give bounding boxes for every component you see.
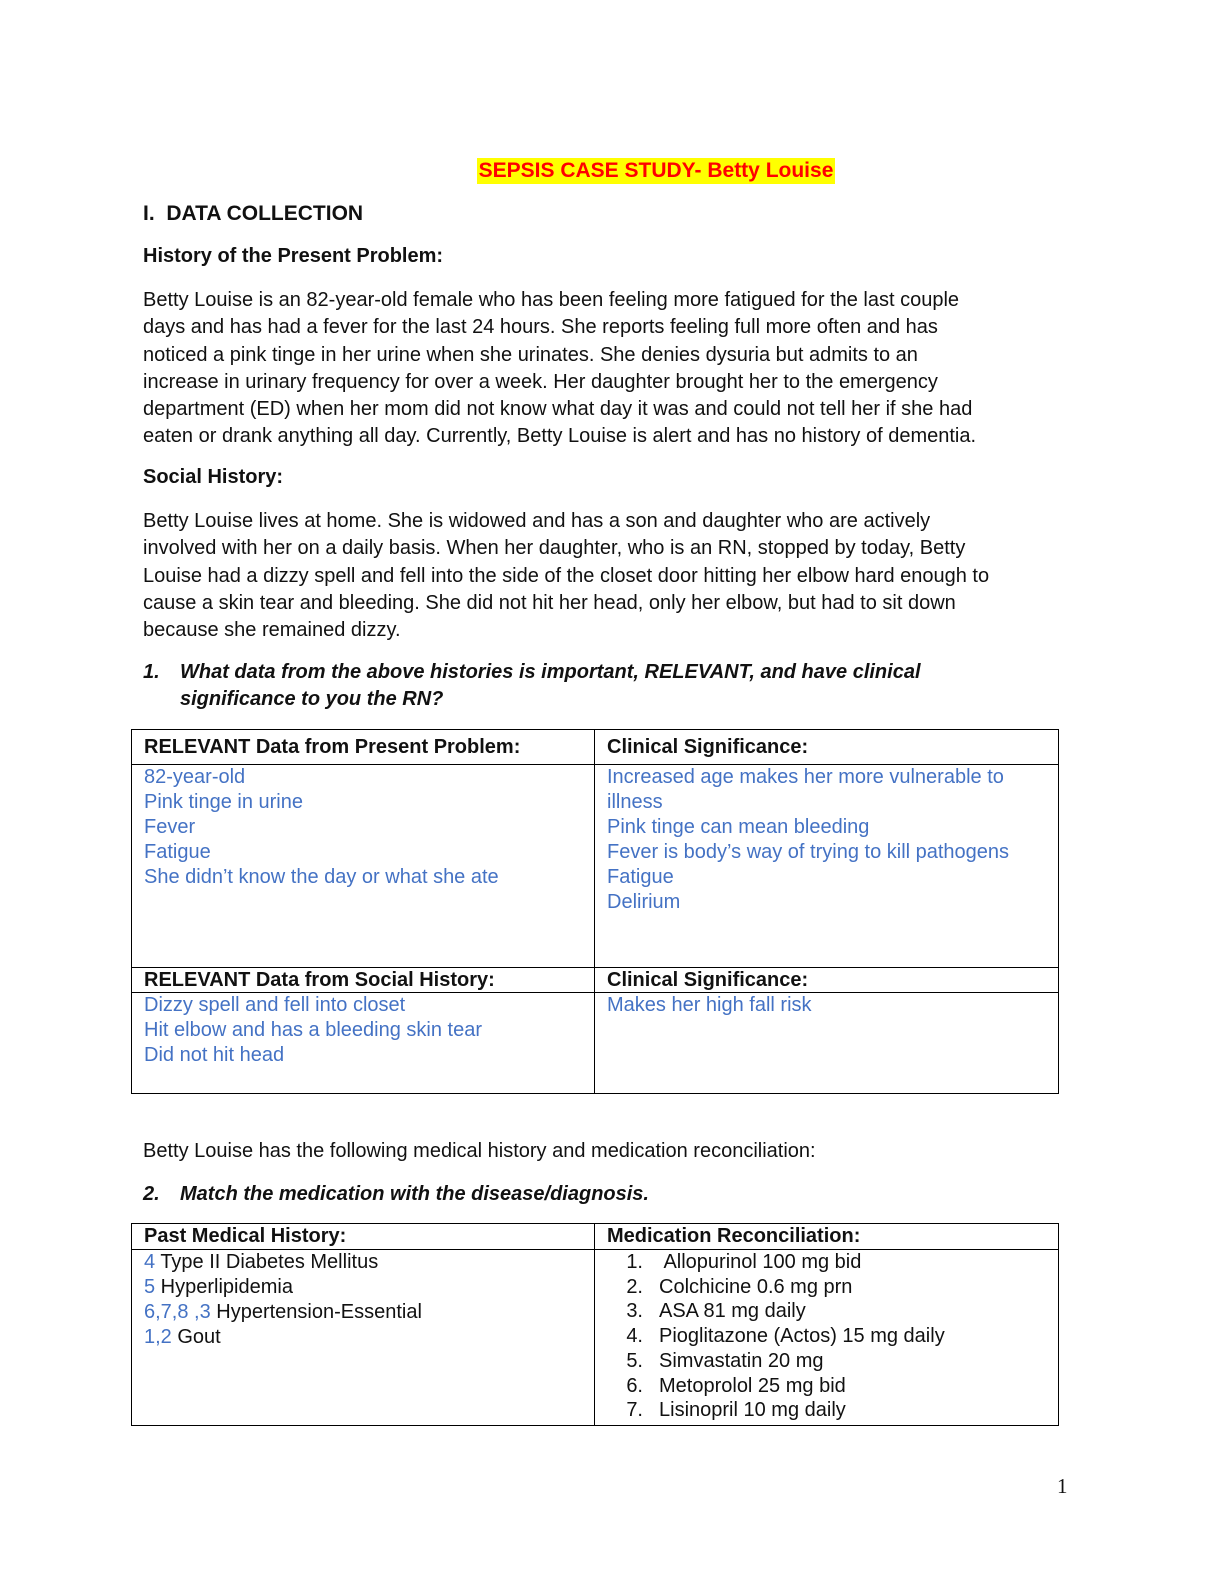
relevant-data-table: RELEVANT Data from Present Problem: Clin… bbox=[131, 729, 1059, 1094]
history-paragraph: Betty Louise is an 82-year-old female wh… bbox=[143, 287, 1083, 451]
answer-text: 1,2 bbox=[144, 1326, 172, 1348]
med-text: Pioglitazone (Actos) 15 mg daily bbox=[659, 1325, 945, 1348]
section-heading: I. DATA COLLECTION bbox=[143, 202, 364, 225]
med-list: 1. Allopurinol 100 mg bid 2. Colchicine 0… bbox=[607, 1250, 1046, 1423]
page-number: 1 bbox=[1057, 1474, 1068, 1498]
social-heading: Social History: bbox=[143, 466, 284, 488]
question-text: Match the medication with the disease/di… bbox=[180, 1183, 649, 1205]
diagnosis-text: Gout bbox=[171, 1326, 221, 1348]
med-item: 7. Lisinopril 10 mg daily bbox=[607, 1398, 1046, 1423]
pmh-header: Past Medical History: bbox=[131, 1223, 595, 1250]
social-line: cause a skin tear and bleeding. She did … bbox=[143, 591, 956, 614]
clinical-significance-header: Clinical Significance: bbox=[594, 729, 1059, 765]
med-item: 2. Colchicine 0.6 mg prn bbox=[607, 1275, 1046, 1300]
answer-text: 5 bbox=[144, 1276, 156, 1298]
title-wrap: SEPSIS CASE STUDY- Betty Louise bbox=[0, 158, 1224, 184]
social-line: Louise had a dizzy spell and fell into t… bbox=[143, 564, 990, 587]
med-text: Allopurinol 100 mg bid bbox=[659, 1251, 862, 1273]
social-history-header: RELEVANT Data from Social History: bbox=[131, 967, 595, 993]
history-line: eaten or drank anything all day. Current… bbox=[143, 425, 977, 448]
diagnosis-text: Type II Diabetes Mellitus bbox=[155, 1251, 379, 1273]
med-text: Lisinopril 10 mg daily bbox=[659, 1399, 846, 1422]
med-number: 1. bbox=[626, 1251, 643, 1273]
social-significance-cell: Makes her high fall risk bbox=[594, 992, 1059, 1094]
list-item: Pink tinge in urine bbox=[144, 791, 303, 813]
list-item: Increased age makes her more vulnerable … bbox=[607, 766, 1004, 788]
question-2: 2. Match the medication with the disease… bbox=[143, 1181, 1043, 1208]
list-item: 1,2 Gout bbox=[144, 1325, 582, 1350]
medication-match-table: Past Medical History: Medication Reconci… bbox=[131, 1223, 1059, 1426]
social-line: involved with her on a daily basis. When… bbox=[143, 537, 966, 560]
diagnosis-text: Hyperlipidemia bbox=[155, 1276, 293, 1298]
pmh-cell: 4 Type II Diabetes Mellitus 5 Hyperlipid… bbox=[131, 1249, 595, 1426]
present-significance-cell: Increased age makes her more vulnerable … bbox=[594, 764, 1059, 968]
list-item: 4 Type II Diabetes Mellitus bbox=[144, 1250, 582, 1275]
list-item: 82-year-old bbox=[144, 766, 246, 788]
question-number: 2. bbox=[143, 1183, 160, 1205]
social-history-cell: Dizzy spell and fell into closet Hit elb… bbox=[131, 992, 595, 1094]
present-problem-header: RELEVANT Data from Present Problem: bbox=[131, 729, 595, 765]
list-item: Makes her high fall risk bbox=[607, 994, 812, 1016]
list-item: Fever bbox=[144, 816, 196, 838]
list-item: Did not hit head bbox=[144, 1044, 285, 1066]
question-1: 1. What data from the above histories is… bbox=[143, 659, 1043, 713]
list-item: 6,7,8 ,3 Hypertension-Essential bbox=[144, 1300, 582, 1325]
list-item: Fatigue bbox=[607, 866, 674, 888]
list-item: Fatigue bbox=[144, 841, 211, 863]
med-number: 2. bbox=[626, 1275, 643, 1298]
history-line: increase in urinary frequency for over a… bbox=[143, 370, 938, 393]
med-cell: 1. Allopurinol 100 mg bid 2. Colchicine 0… bbox=[594, 1249, 1059, 1426]
med-item: 6. Metoprolol 25 mg bid bbox=[607, 1374, 1046, 1399]
answer-text: 4 bbox=[144, 1251, 156, 1273]
list-item: Fever is body’s way of trying to kill pa… bbox=[607, 841, 1010, 863]
med-text: Colchicine 0.6 mg prn bbox=[659, 1275, 853, 1298]
med-number: 5. bbox=[626, 1349, 643, 1372]
history-line: noticed a pink tinge in her urine when s… bbox=[143, 343, 918, 366]
history-heading: History of the Present Problem: bbox=[143, 245, 444, 267]
med-number: 3. bbox=[626, 1300, 643, 1323]
med-number: 6. bbox=[626, 1374, 643, 1397]
question-number: 1. bbox=[143, 661, 160, 683]
question-text: significance to you the RN? bbox=[180, 688, 444, 710]
answer-text: 6,7,8 ,3 bbox=[144, 1301, 211, 1323]
intro-text: Betty Louise has the following medical h… bbox=[143, 1140, 816, 1162]
med-text: ASA 81 mg daily bbox=[659, 1300, 806, 1323]
diagnosis-text: Hypertension-Essential bbox=[210, 1301, 422, 1323]
list-item: Pink tinge can mean bleeding bbox=[607, 816, 870, 838]
med-item: 4. Pioglitazone (Actos) 15 mg daily bbox=[607, 1324, 1046, 1349]
list-item: Delirium bbox=[607, 891, 681, 913]
med-text: Simvastatin 20 mg bbox=[659, 1349, 824, 1372]
list-item: She didn’t know the day or what she ate bbox=[144, 866, 499, 888]
social-line: Betty Louise lives at home. She is widow… bbox=[143, 510, 931, 532]
med-item: 3. ASA 81 mg daily bbox=[607, 1299, 1046, 1324]
med-item: 5. Simvastatin 20 mg bbox=[607, 1349, 1046, 1374]
med-number: 4. bbox=[626, 1325, 643, 1348]
list-item: 5 Hyperlipidemia bbox=[144, 1275, 582, 1300]
social-significance-header: Clinical Significance: bbox=[594, 967, 1059, 993]
list-item: Hit elbow and has a bleeding skin tear bbox=[144, 1019, 482, 1041]
question-text: What data from the above histories is im… bbox=[180, 661, 921, 683]
med-header: Medication Reconciliation: bbox=[594, 1223, 1059, 1250]
list-item: illness bbox=[607, 791, 663, 813]
history-line: Betty Louise is an 82-year-old female wh… bbox=[143, 289, 960, 311]
med-text: Metoprolol 25 mg bid bbox=[659, 1374, 846, 1397]
med-number: 7. bbox=[626, 1399, 643, 1422]
list-item: Dizzy spell and fell into closet bbox=[144, 994, 406, 1016]
page-title: SEPSIS CASE STUDY- Betty Louise bbox=[476, 158, 836, 184]
present-problem-cell: 82-year-old Pink tinge in urine Fever Fa… bbox=[131, 764, 595, 968]
social-line: because she remained dizzy. bbox=[143, 619, 401, 642]
history-line: days and has had a fever for the last 24… bbox=[143, 316, 938, 339]
social-paragraph: Betty Louise lives at home. She is widow… bbox=[143, 508, 1083, 644]
med-item: 1. Allopurinol 100 mg bid bbox=[607, 1250, 1046, 1275]
history-line: department (ED) when her mom did not kno… bbox=[143, 398, 973, 421]
